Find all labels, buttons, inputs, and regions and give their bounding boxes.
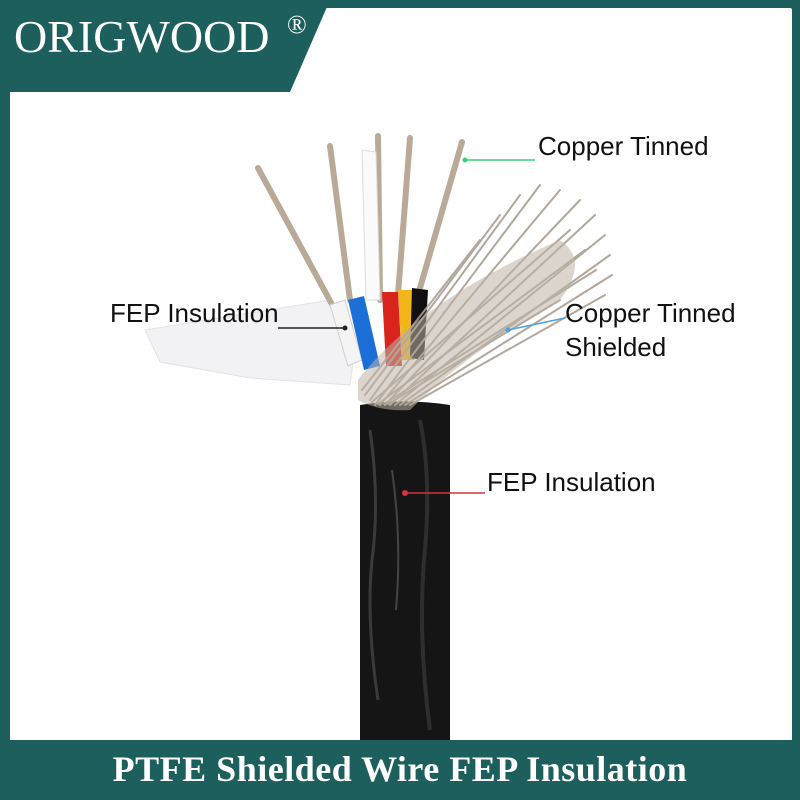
label-fep-insulation-outer: FEP Insulation <box>487 467 656 497</box>
brand-tab <box>0 0 330 92</box>
footer-title: PTFE Shielded Wire FEP Insulation <box>112 749 688 789</box>
footer-bar <box>0 740 800 800</box>
brand-logo: ORIGWOOD <box>14 11 270 62</box>
blue-core <box>348 296 380 370</box>
label-copper-tinned: Copper Tinned <box>538 131 709 161</box>
label-copper-tinned-shielded-1: Copper Tinned <box>565 298 736 328</box>
callout-line-shield <box>507 317 566 331</box>
registered-mark: ® <box>287 10 307 39</box>
label-fep-insulation-inner: FEP Insulation <box>110 298 279 328</box>
copper-strands <box>255 133 465 313</box>
label-copper-tinned-shielded-2: Shielded <box>565 332 667 362</box>
